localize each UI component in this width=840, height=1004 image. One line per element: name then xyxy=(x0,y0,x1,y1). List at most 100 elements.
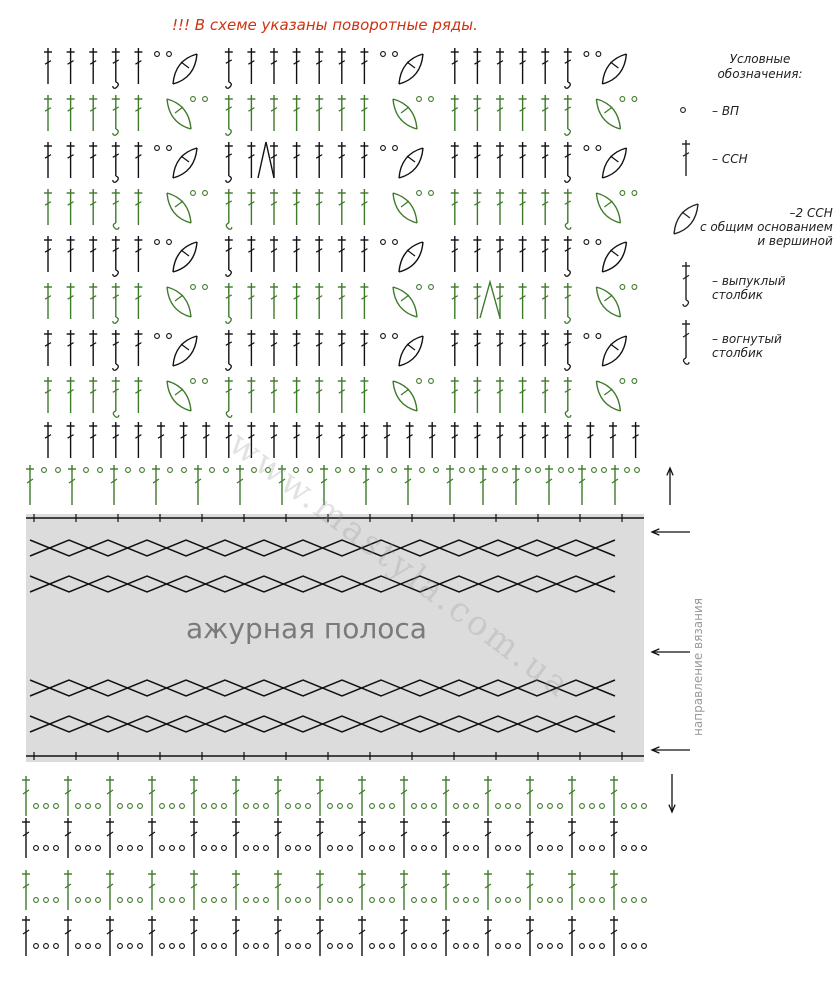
chain-stitch xyxy=(463,803,469,809)
chain-stitch xyxy=(624,467,630,473)
chain-stitch xyxy=(253,803,259,809)
chain-stitch xyxy=(75,897,81,903)
chain-stitch xyxy=(631,897,637,903)
chain-stitch xyxy=(431,845,437,851)
chain-stitch xyxy=(583,51,590,57)
lower-dc-stitch xyxy=(568,818,576,858)
chain-stitch xyxy=(421,943,427,949)
chain-stitch xyxy=(583,145,590,151)
dc-stitch xyxy=(292,142,301,178)
lower-dc-stitch xyxy=(64,818,72,858)
green-dc-stitch xyxy=(578,465,586,505)
chain-stitch xyxy=(621,845,627,851)
dc-stitch xyxy=(292,48,301,84)
chain-stitch xyxy=(515,803,521,809)
chain-stitch xyxy=(515,897,521,903)
dc-stitch xyxy=(134,95,143,131)
chain-stitch xyxy=(223,467,229,473)
chain-stitch xyxy=(159,845,165,851)
chain-stitch xyxy=(631,378,638,384)
lower-dc-stitch xyxy=(568,916,576,956)
legend-label-dc: – ССН xyxy=(712,152,748,166)
chain-stitch xyxy=(137,943,143,949)
chain-stitch xyxy=(557,803,563,809)
dc-stitch xyxy=(315,377,324,413)
chain-stitch xyxy=(595,239,602,245)
post-stitch xyxy=(111,283,120,324)
chain-stitch xyxy=(285,943,291,949)
foundation-dc-stitch xyxy=(609,422,617,458)
chain-stitch xyxy=(127,897,133,903)
green-dc-stitch xyxy=(236,465,244,505)
lower-dc-stitch xyxy=(442,818,450,858)
post-stitch xyxy=(111,48,120,89)
chain-stitch xyxy=(154,239,160,245)
chain-stitch xyxy=(53,897,59,903)
chain-stitch xyxy=(547,897,553,903)
dc-stitch xyxy=(496,330,504,366)
foundation-dc-stitch xyxy=(179,422,188,458)
chain-stitch xyxy=(421,803,427,809)
lower-dc-stitch xyxy=(484,776,492,816)
chain-stitch xyxy=(621,803,627,809)
chain-stitch xyxy=(389,943,395,949)
chain-stitch xyxy=(428,284,434,290)
chain-stitch xyxy=(327,897,333,903)
chain-stitch xyxy=(190,190,196,196)
chain-stitch xyxy=(253,943,259,949)
dc-stitch xyxy=(450,189,459,225)
chain-stitch xyxy=(201,897,207,903)
arrow-up xyxy=(666,466,674,505)
chain-stitch xyxy=(211,897,217,903)
dc-stitch xyxy=(66,377,75,413)
dc-stitch xyxy=(44,48,52,84)
chain-stitch xyxy=(453,803,459,809)
dc-stitch xyxy=(360,236,369,272)
chain-stitch xyxy=(535,467,541,473)
two-dc-cluster-icon xyxy=(673,203,699,235)
foundation-dc-stitch xyxy=(383,422,391,458)
lower-dc-stitch xyxy=(526,870,534,910)
post-stitch xyxy=(224,377,233,418)
dc-stitch xyxy=(247,189,256,225)
chain-stitch xyxy=(619,190,626,196)
dc-stitch xyxy=(89,48,98,84)
chain-stitch xyxy=(557,943,563,949)
chain-stitch xyxy=(579,803,585,809)
chain-stitch xyxy=(537,803,543,809)
chain-stitch xyxy=(347,803,353,809)
lower-dc-stitch xyxy=(190,916,198,956)
dc-stitch xyxy=(518,236,527,272)
foundation-dc-stitch xyxy=(631,422,640,458)
chain-stitch xyxy=(557,845,563,851)
chain-stitch xyxy=(337,897,343,903)
chain-stitch xyxy=(631,284,638,290)
chain-stitch xyxy=(349,467,355,473)
chain-stitch xyxy=(159,897,165,903)
chain-stitch xyxy=(557,897,563,903)
dc-stitch xyxy=(360,48,369,84)
green-dc-stitch xyxy=(362,465,370,505)
chain-circle-icon xyxy=(680,107,686,113)
post-stitch xyxy=(563,236,572,277)
foundation-dc-stitch xyxy=(541,422,550,458)
chain-stitch xyxy=(166,239,172,245)
chain-stitch xyxy=(179,943,185,949)
lattice-row-2 xyxy=(29,575,616,593)
chain-stitch xyxy=(53,803,59,809)
dc-stitch xyxy=(541,142,550,178)
chain-stitch xyxy=(285,803,291,809)
chain-stitch xyxy=(495,943,501,949)
cluster-stitch xyxy=(392,380,418,412)
dc-stitch xyxy=(134,189,143,225)
chain-stitch xyxy=(431,897,437,903)
dc-stitch xyxy=(496,236,504,272)
chain-stitch xyxy=(379,943,385,949)
foundation-dc-stitch xyxy=(111,422,120,458)
lower-dc-stitch xyxy=(358,776,366,816)
double-crochet-icon xyxy=(682,140,690,176)
chain-stitch xyxy=(579,897,585,903)
lower-dc-stitch xyxy=(316,776,324,816)
dc-stitch xyxy=(473,236,482,272)
cluster-stitch xyxy=(166,286,192,318)
